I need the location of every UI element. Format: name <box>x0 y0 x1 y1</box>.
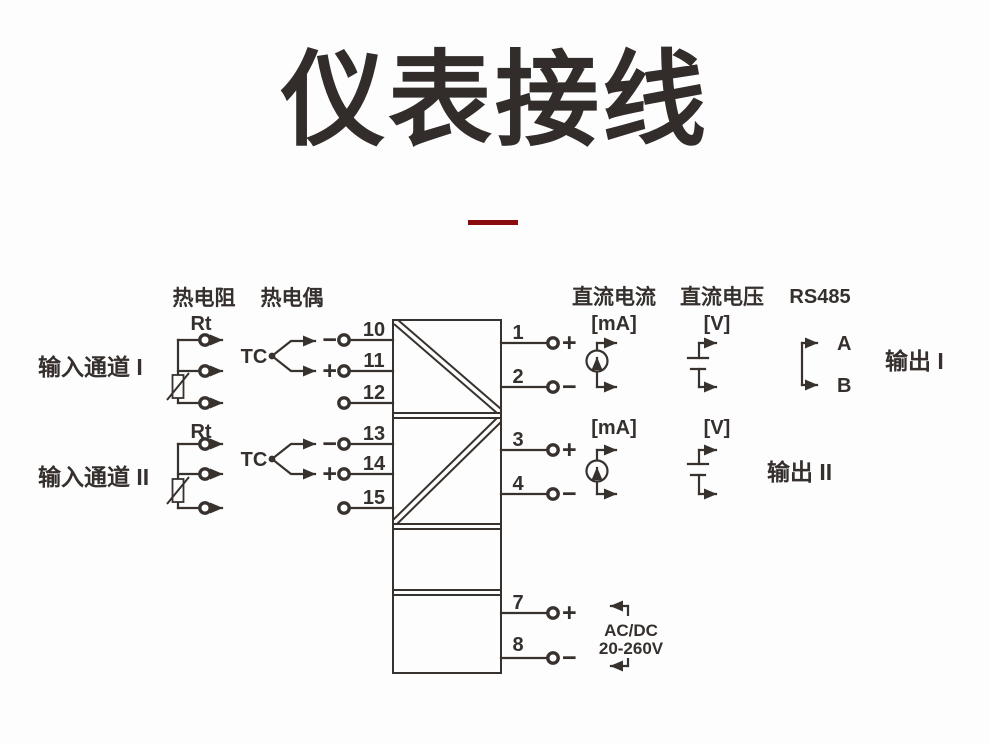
terminal-number-13: 13 <box>363 423 385 445</box>
polarity-t3: + <box>562 436 577 464</box>
terminal-number-7: 7 <box>512 592 523 614</box>
terminal-number-1: 1 <box>512 322 523 344</box>
rtd-sensor-icon-ch2: Rt <box>166 421 224 515</box>
polarity-t7: + <box>562 599 577 627</box>
dc-voltage-heading: 直流电压 <box>680 285 764 309</box>
terminal-number-3: 3 <box>512 429 523 451</box>
tc-sensor-icon-ch1: TC <box>241 335 317 377</box>
power-supply-range-label: 20-260V <box>599 639 664 658</box>
power-supply-type-label: AC/DC <box>604 621 658 640</box>
input-wires-ch1 <box>337 333 395 410</box>
voltage-source-icon-ch2 <box>686 444 718 500</box>
output-1-label: 输出 I <box>885 348 944 374</box>
title-divider <box>468 220 518 225</box>
rtd-sensor-icon-ch1: Rt <box>166 313 224 410</box>
input-channel-1-label: 输入通道 I <box>38 354 143 380</box>
v-unit-ch2: [V] <box>704 417 731 439</box>
dc-current-heading: 直流电流 <box>572 285 656 309</box>
input-channel-2-label: 输入通道 II <box>38 464 149 490</box>
voltage-source-icon-ch1 <box>686 337 718 393</box>
power-supply-bracket-icon <box>597 600 665 672</box>
rt-label-ch1: Rt <box>190 313 211 335</box>
terminal-number-14: 14 <box>363 453 386 475</box>
ma-unit-ch2: [mA] <box>591 417 637 439</box>
current-source-icon-ch1 <box>585 337 618 393</box>
rs485-heading: RS485 <box>789 286 850 308</box>
terminal-number-4: 4 <box>512 473 524 495</box>
polarity-t4: − <box>562 480 577 508</box>
terminal-number-10: 10 <box>363 319 385 341</box>
power-wires <box>499 606 560 665</box>
isolation-diagonal-ch2 <box>392 417 502 525</box>
terminal-number-2: 2 <box>512 366 523 388</box>
terminal-number-8: 8 <box>512 634 523 656</box>
input-wires-ch2 <box>337 437 395 515</box>
tc-label-ch2: TC <box>241 449 268 471</box>
rs485-a-label: A <box>837 333 851 355</box>
polarity-t1: + <box>562 329 577 357</box>
isolator-box <box>392 319 502 674</box>
rs485-b-label: B <box>837 375 851 397</box>
polarity-tc1-plus: + <box>322 357 337 385</box>
terminal-number-12: 12 <box>363 382 385 404</box>
polarity-tc2-plus: + <box>322 460 337 488</box>
rs485-bracket-icon <box>800 337 819 391</box>
isolation-diagonal-ch1 <box>393 319 502 414</box>
v-unit-ch1: [V] <box>704 313 731 335</box>
output-wires <box>499 336 560 501</box>
output-2-label: 输出 II <box>767 459 832 485</box>
terminal-number-11: 11 <box>363 350 384 372</box>
terminal-number-15: 15 <box>363 487 385 509</box>
page-title: 仪表接线 <box>280 43 709 159</box>
tc-heading: 热电偶 <box>261 286 324 310</box>
polarity-tc2-minus: − <box>322 430 337 458</box>
current-source-icon-ch2 <box>585 444 618 500</box>
polarity-t8: − <box>562 644 577 672</box>
polarity-t2: − <box>562 373 577 401</box>
tc-label-ch1: TC <box>241 346 268 368</box>
ma-unit-ch1: [mA] <box>591 313 637 335</box>
tc-sensor-icon-ch2: TC <box>241 438 317 480</box>
polarity-tc1-minus: − <box>322 326 337 354</box>
rtd-heading: 热电阻 <box>173 286 236 310</box>
